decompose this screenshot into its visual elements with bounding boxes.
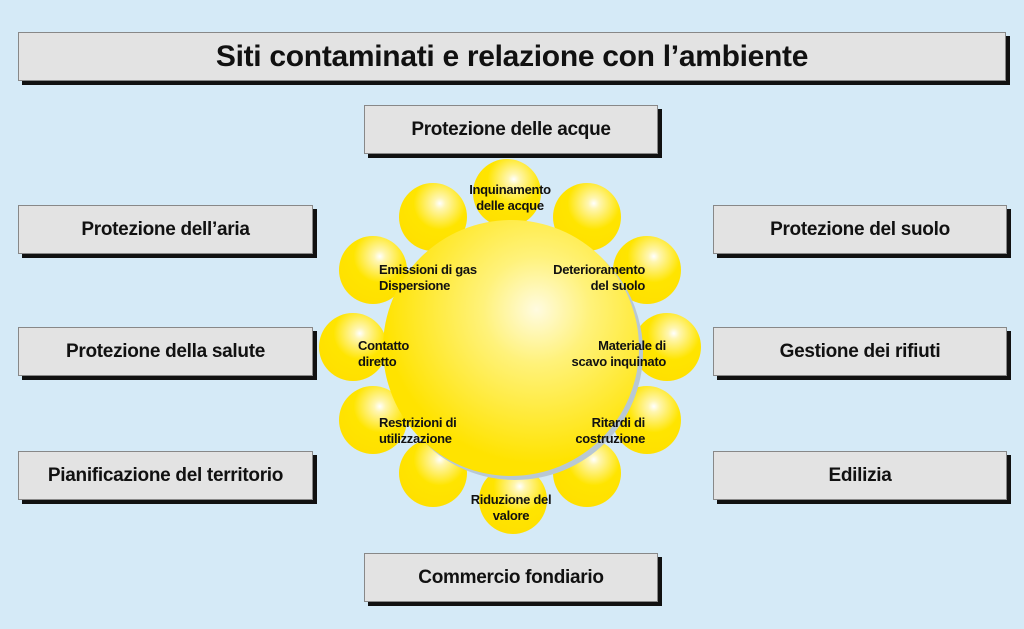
box-waste-management: Gestione dei rifiuti <box>713 327 1007 376</box>
box-land-trade: Commercio fondiario <box>364 553 658 602</box>
small-sphere <box>339 386 407 454</box>
small-sphere <box>553 183 621 251</box>
small-sphere <box>319 313 387 381</box>
small-sphere <box>613 236 681 304</box>
box-air-protection: Protezione dell’aria <box>18 205 313 254</box>
box-construction: Edilizia <box>713 451 1007 500</box>
small-sphere <box>399 183 467 251</box>
box-soil-protection: Protezione del suolo <box>713 205 1007 254</box>
box-water-protection: Protezione delle acque <box>364 105 658 154</box>
small-sphere <box>479 466 547 534</box>
diagram-title: Siti contaminati e relazione con l’ambie… <box>18 32 1006 81</box>
box-health-protection: Protezione della salute <box>18 327 313 376</box>
small-sphere <box>633 313 701 381</box>
small-sphere <box>339 236 407 304</box>
sun-core <box>383 220 639 476</box>
small-sphere <box>473 159 541 227</box>
box-land-planning: Pianificazione del territorio <box>18 451 313 500</box>
